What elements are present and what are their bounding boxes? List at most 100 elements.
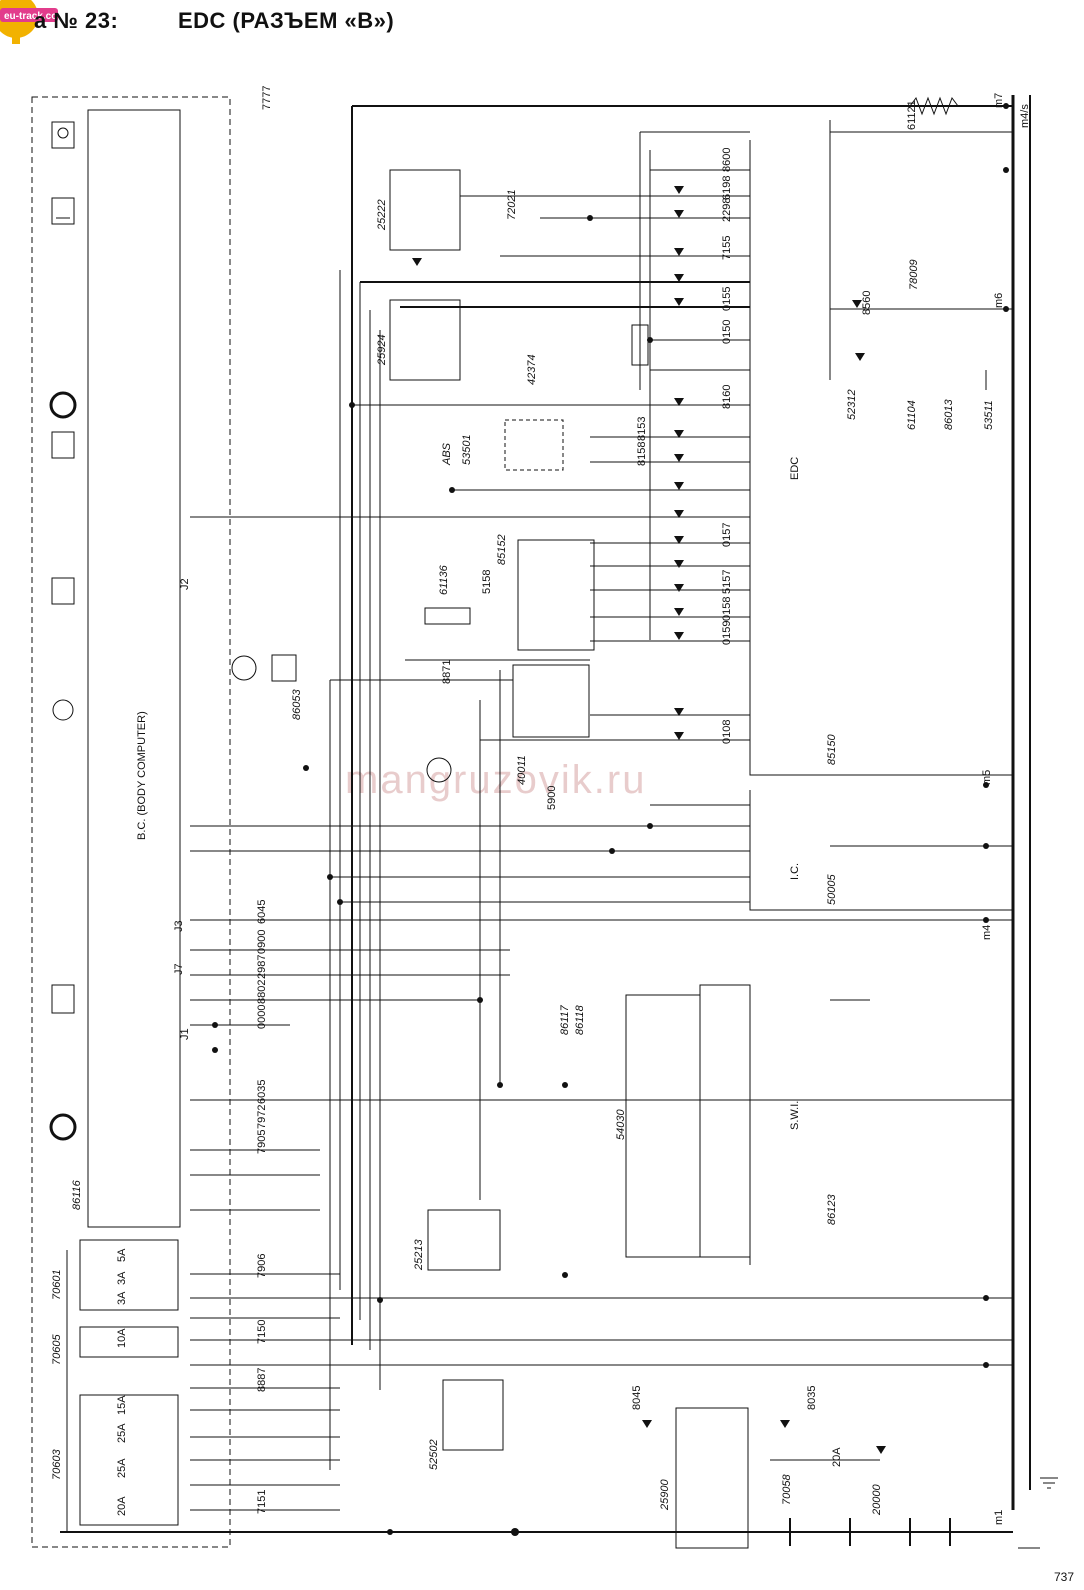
body-computer-code: 86116 xyxy=(71,1179,83,1210)
speaker-icon xyxy=(49,391,77,419)
fuse-10a: 10A xyxy=(116,1328,128,1348)
wire-8153: 8153 xyxy=(636,417,648,441)
wire-0150: 0150 xyxy=(721,320,733,344)
code-70603: 70603 xyxy=(51,1449,63,1480)
relay-25222 xyxy=(389,169,461,251)
code-53511: 53511 xyxy=(983,400,995,430)
code-78009: 78009 xyxy=(908,259,920,290)
code-25222: 25222 xyxy=(376,199,388,231)
ground-m1: m1 xyxy=(993,1510,1005,1525)
wire-8600: 8600 xyxy=(721,148,733,172)
sensor-40011-icon xyxy=(426,757,452,783)
wire-0158: 0158 xyxy=(721,597,733,621)
ground-m6: m6 xyxy=(993,293,1005,308)
wire-7905: 7905 xyxy=(256,1130,268,1154)
connector-j7: J7 xyxy=(173,963,185,975)
switch-cluster xyxy=(625,994,701,1258)
heater-icon xyxy=(51,197,75,225)
ground-m4: m4 xyxy=(981,925,993,940)
connector-j1: J1 xyxy=(179,1028,191,1040)
watermark: mangruzovik.ru xyxy=(345,758,647,802)
wire-5158: 5158 xyxy=(481,570,493,594)
wire-7906: 7906 xyxy=(256,1254,268,1278)
wire-5157: 5157 xyxy=(721,570,733,594)
wire-6045: 6045 xyxy=(256,900,268,924)
code-85152: 85152 xyxy=(496,534,508,565)
fuse-5a: 5A xyxy=(116,1248,128,1262)
wire-8802: 8802 xyxy=(256,980,268,1004)
fuse-20a: 20A xyxy=(116,1496,128,1516)
relay-25213 xyxy=(427,1209,501,1271)
fuse-3a-1: 3A xyxy=(116,1271,128,1285)
diagram-number: а № 23: xyxy=(34,8,119,33)
code-20000: 20000 xyxy=(871,1484,883,1516)
code-52502: 52502 xyxy=(428,1439,440,1470)
wire-61121: 61121 xyxy=(906,100,918,130)
code-42374: 42374 xyxy=(526,354,538,385)
abs-switch xyxy=(504,419,564,471)
wire-7151: 7151 xyxy=(256,1490,268,1514)
swi-box xyxy=(699,984,751,1258)
code-25900: 25900 xyxy=(659,1479,671,1511)
code-70601: 70601 xyxy=(51,1269,63,1300)
edc-code: 85150 xyxy=(826,734,838,765)
fuse-box-70603 xyxy=(79,1394,179,1526)
code-70058: 70058 xyxy=(781,1474,793,1505)
relay-25924 xyxy=(389,299,461,381)
code-72021: 72021 xyxy=(506,189,518,220)
connector-j2: J2 xyxy=(179,578,191,590)
edc-label: EDC xyxy=(789,457,801,480)
wire-7155: 7155 xyxy=(721,236,733,260)
code-52312: 52312 xyxy=(846,389,858,420)
code-86053: 86053 xyxy=(291,689,303,720)
wire-6035: 6035 xyxy=(256,1080,268,1104)
code-25213: 25213 xyxy=(413,1239,425,1271)
ic-label: I.C. xyxy=(789,863,801,880)
ground-m7: m7 xyxy=(993,93,1005,108)
logo-text: eu-track.co xyxy=(4,11,57,22)
body-computer-box xyxy=(87,109,181,1228)
wire-0157: 0157 xyxy=(721,523,733,547)
wire-8887: 8887 xyxy=(256,1368,268,1392)
steering-icon xyxy=(49,1113,77,1141)
code-86123: 86123 xyxy=(826,1194,838,1225)
wire-0155: 0155 xyxy=(721,287,733,311)
wire-5900: 5900 xyxy=(546,786,558,810)
abs-label: ABS xyxy=(441,442,453,466)
wire-0159: 0159 xyxy=(721,621,733,645)
abs-code: 53501 xyxy=(461,434,473,465)
tacho-icon xyxy=(231,655,257,681)
body-computer-label: B.C. (BODY COMPUTER) xyxy=(136,711,148,840)
sensor-85152 xyxy=(517,539,595,651)
connector-j3: J3 xyxy=(173,920,185,932)
clock-icon xyxy=(52,699,74,721)
code-70605: 70605 xyxy=(51,1334,63,1365)
stop-icon xyxy=(51,431,75,459)
code-86118: 86118 xyxy=(574,1004,586,1035)
person-icon xyxy=(51,121,75,149)
fuse-25a-2: 25A xyxy=(116,1458,128,1478)
logo-gear-icon: eu-track.co xyxy=(0,0,58,44)
edc-box-icon xyxy=(51,984,75,1014)
fuse-box-70605 xyxy=(79,1326,179,1358)
resistor-2k2 xyxy=(631,324,649,366)
fuse-main-20a: 20A xyxy=(831,1447,843,1467)
switch-52502 xyxy=(442,1379,504,1451)
code-86013: 86013 xyxy=(943,399,955,430)
code-40011: 40011 xyxy=(516,755,528,785)
code-54030: 54030 xyxy=(615,1109,627,1140)
ic-code: 50005 xyxy=(826,874,838,905)
resistor-61136 xyxy=(424,607,471,625)
wire-0000: 0000 xyxy=(256,1005,268,1029)
code-61136: 61136 xyxy=(438,564,450,595)
body-computer-outline xyxy=(31,96,231,1548)
wire-7777: 7777 xyxy=(261,86,273,110)
code-86117: 86117 xyxy=(559,1004,571,1035)
wire-2298: 2298 xyxy=(721,198,733,222)
code-61104: 61104 xyxy=(906,400,918,430)
wire-8045: 8045 xyxy=(631,1386,643,1410)
wire-8560: 8560 xyxy=(861,291,873,315)
wire-0108: 0108 xyxy=(721,720,733,744)
wire-8035: 8035 xyxy=(806,1386,818,1410)
